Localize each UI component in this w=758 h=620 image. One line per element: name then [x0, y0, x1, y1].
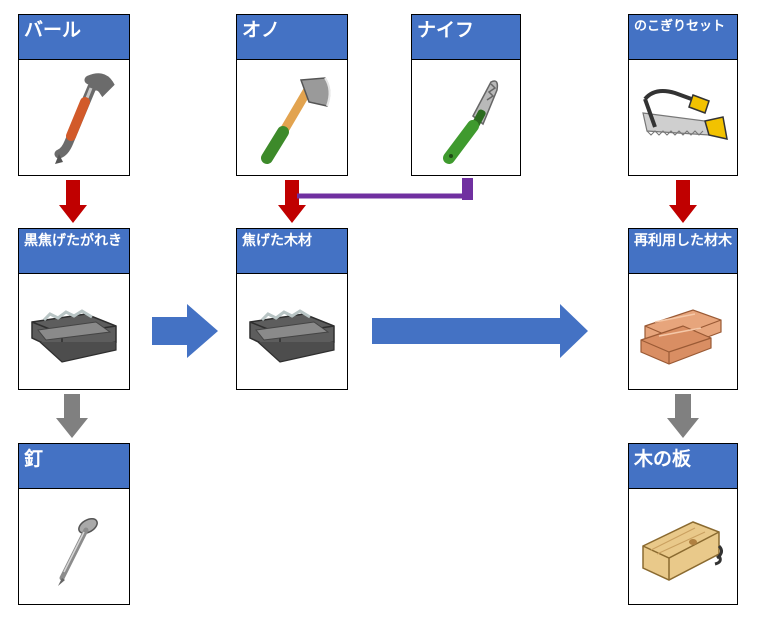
card-burnt-wood: 焦げた木材 — [236, 228, 348, 390]
card-label: オノ — [237, 15, 347, 59]
charred-rubble-icon — [31, 308, 117, 363]
knife-image — [412, 59, 520, 175]
burnt-wood-icon — [249, 308, 335, 363]
crowbar-icon — [54, 72, 115, 164]
blue-arrow-2 — [372, 304, 588, 358]
card-label: 木の板 — [629, 444, 737, 488]
gray-arrow-plank — [667, 394, 699, 438]
card-label: ナイフ — [412, 15, 520, 59]
gray-arrow-nail — [56, 394, 88, 438]
card-label: 焦げた木材 — [237, 229, 347, 273]
purple-connector — [297, 181, 470, 199]
recycled-lumber-image — [629, 273, 737, 389]
card-axe: オノ — [236, 14, 348, 176]
axe-icon — [261, 76, 331, 164]
wood-plank-image — [629, 488, 737, 604]
card-wood-plank: 木の板 — [628, 443, 738, 605]
recycled-lumber-icon — [640, 308, 722, 365]
purple-connector-cap — [462, 178, 473, 200]
card-label: 黒焦げたがれき — [19, 229, 129, 273]
card-crowbar: バール — [18, 14, 130, 176]
red-arrow-axe — [278, 180, 306, 223]
blue-arrow-1 — [152, 304, 218, 358]
burnt-wood-image — [237, 273, 347, 389]
saw-set-icon — [642, 88, 728, 140]
saw-set-image — [629, 59, 737, 175]
card-label: 再利用した材木 — [629, 229, 737, 273]
card-nail: 釘 — [18, 443, 130, 605]
card-label: のこぎりセット — [629, 15, 737, 59]
card-charred-rubble: 黒焦げたがれき — [18, 228, 130, 390]
nail-image — [19, 488, 129, 604]
card-knife: ナイフ — [411, 14, 521, 176]
card-label: 釘 — [19, 444, 129, 488]
red-arrow-saw — [669, 180, 697, 223]
crowbar-image — [19, 59, 129, 175]
nail-icon — [58, 517, 98, 586]
knife-icon — [443, 79, 499, 164]
card-recycled-lumber: 再利用した材木 — [628, 228, 738, 390]
charred-rubble-image — [19, 273, 129, 389]
wood-plank-icon — [642, 520, 724, 581]
red-arrow-crowbar — [59, 180, 87, 223]
axe-image — [237, 59, 347, 175]
card-saw-set: のこぎりセット — [628, 14, 738, 176]
card-label: バール — [19, 15, 129, 59]
